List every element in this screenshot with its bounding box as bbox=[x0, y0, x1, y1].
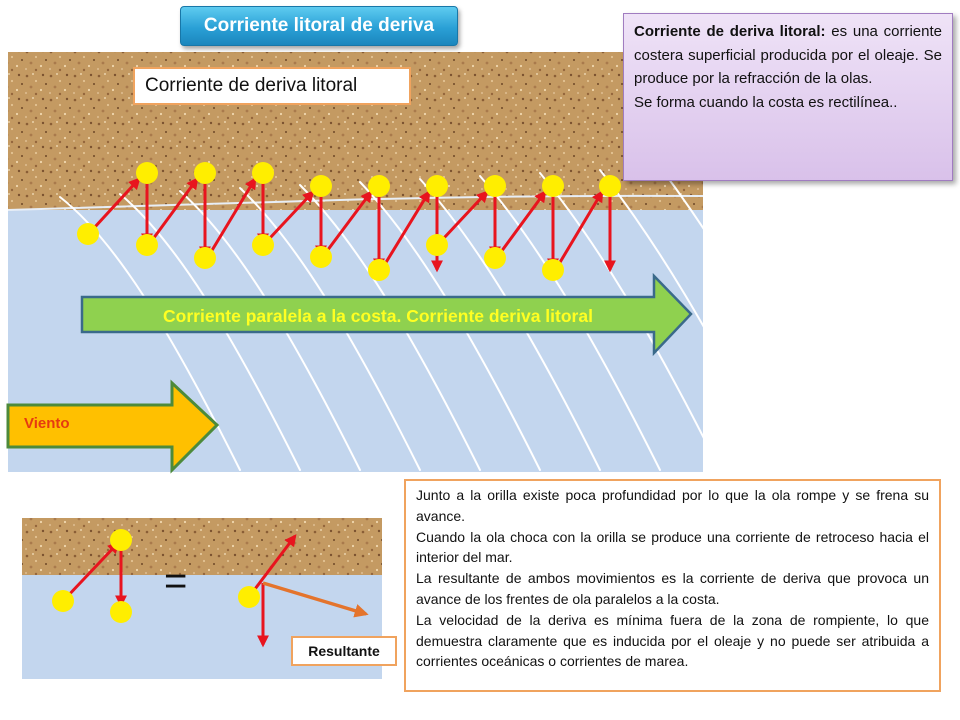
explanation-paragraph: Junto a la orilla existe poca profundida… bbox=[416, 487, 929, 524]
shoreline bbox=[7, 194, 704, 211]
resultant-forward-arrow bbox=[247, 534, 297, 598]
water-particle bbox=[194, 247, 216, 269]
water-particle bbox=[484, 247, 506, 269]
forward-motion-arrow bbox=[151, 177, 199, 240]
wave-front-line bbox=[539, 172, 721, 471]
water-particle bbox=[542, 259, 564, 281]
wind-arrow bbox=[6, 379, 220, 474]
wind-label: Viento bbox=[24, 415, 70, 432]
resultant-arrow bbox=[262, 581, 369, 618]
water-particle bbox=[194, 162, 216, 184]
water-particle bbox=[136, 234, 158, 256]
equals-sign: = bbox=[164, 559, 188, 603]
explanation-paragraph: Cuando la ola choca con la orilla se pro… bbox=[416, 528, 929, 566]
definition-condition: Se forma cuando la costa es rectilínea.. bbox=[634, 93, 898, 111]
current-arrow-label: Corriente paralela a la costa. Corriente… bbox=[163, 306, 593, 326]
water-particle bbox=[542, 175, 564, 197]
water-particle bbox=[484, 175, 506, 197]
forward-motion-arrow bbox=[441, 190, 489, 241]
wave-front-line bbox=[479, 175, 661, 471]
forward-motion-arrow bbox=[209, 176, 257, 253]
forward-motion-arrow bbox=[383, 189, 431, 265]
water-particle bbox=[310, 246, 332, 268]
explanation-paragraph: La resultante de ambos movimientos es la… bbox=[416, 570, 929, 607]
water-particles bbox=[77, 162, 621, 281]
water-particle bbox=[252, 234, 274, 256]
explanation-box: Junto a la orilla existe poca profundida… bbox=[404, 479, 941, 692]
resultant-label: Resultante bbox=[291, 636, 397, 666]
inset-particle bbox=[238, 586, 260, 608]
wave-front-line bbox=[659, 166, 841, 471]
inset-particle bbox=[110, 601, 132, 623]
explanation-paragraph: La velocidad de la deriva es mínima fuer… bbox=[416, 611, 929, 670]
water-particle bbox=[426, 175, 448, 197]
wave-front-line bbox=[599, 169, 781, 471]
wave-front-line bbox=[419, 178, 601, 471]
inset-particle bbox=[52, 590, 74, 612]
scene-label: Corriente de deriva litoral bbox=[133, 67, 411, 105]
definition-term: Corriente de deriva litoral: bbox=[634, 23, 826, 40]
water-particle bbox=[426, 234, 448, 256]
water-particle bbox=[77, 223, 99, 245]
water-particle bbox=[310, 175, 332, 197]
forward-motion-arrow bbox=[92, 177, 141, 230]
forward-motion-arrow bbox=[557, 189, 604, 265]
definition-box: Corriente de deriva litoral: es una corr… bbox=[623, 13, 953, 181]
inset-particle bbox=[110, 529, 132, 551]
wave-motion-arrows bbox=[92, 176, 616, 273]
water-particle bbox=[599, 175, 621, 197]
current-arrow bbox=[80, 272, 693, 357]
water-particle bbox=[368, 259, 390, 281]
wave-front-line bbox=[359, 181, 541, 471]
forward-motion-arrow bbox=[267, 190, 315, 241]
page-title: Corriente litoral de deriva bbox=[180, 6, 458, 46]
water-particle bbox=[252, 162, 274, 184]
forward-motion-arrow bbox=[325, 190, 373, 252]
definition-text: es una corriente costera superficial pro… bbox=[634, 23, 943, 87]
water-particle bbox=[136, 162, 158, 184]
inset-sand bbox=[22, 518, 382, 576]
forward-motion-arrow bbox=[499, 190, 547, 253]
inset-forward-arrow bbox=[62, 541, 120, 602]
water-particle bbox=[368, 175, 390, 197]
